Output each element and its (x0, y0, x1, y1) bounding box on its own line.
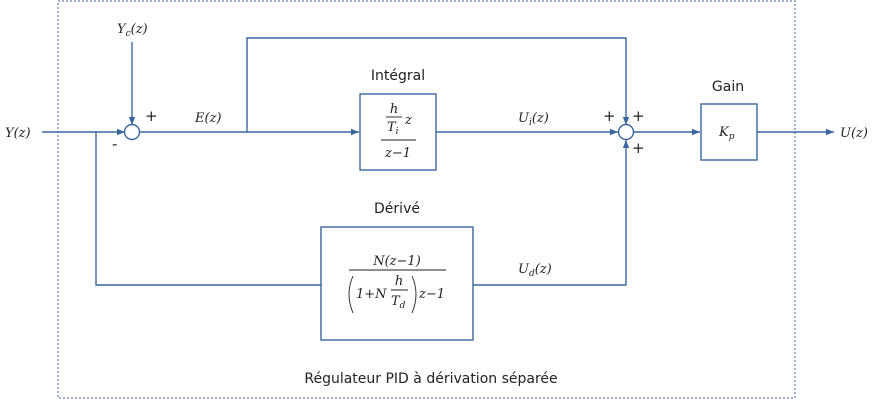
integral-title: Intégral (371, 68, 425, 84)
sum2-bottom-plus-sign: + (632, 139, 645, 157)
svg-text:z−1: z−1 (418, 287, 445, 302)
integral-transfer-function: h Ti z z−1 (381, 102, 416, 161)
sum2-left-plus-sign: + (603, 107, 616, 125)
signal-e-label: E(z) (194, 111, 222, 126)
derivative-title: Dérivé (374, 201, 420, 217)
svg-text:h: h (395, 274, 403, 289)
derivative-block (320, 226, 474, 341)
svg-text:Ti: Ti (387, 120, 399, 137)
signal-ud-label: Ud(z) (518, 262, 552, 279)
signal-y-label: Y(z) (5, 126, 31, 141)
wire-y-to-derivative (95, 132, 321, 286)
sum2-top-plus-sign: + (632, 107, 645, 125)
wire-proportional-path (246, 37, 630, 132)
svg-text:z−1: z−1 (384, 146, 411, 161)
summing-junction-error (123, 123, 141, 141)
derivative-transfer-function: N(z−1) 1+N h Td z−1 (348, 254, 446, 314)
sum1-minus-sign: - (112, 135, 117, 153)
signal-u-label: U(z) (840, 126, 868, 141)
controller-frame (57, 0, 796, 399)
gain-transfer-function: Kp (718, 125, 735, 142)
svg-text:Td: Td (391, 294, 406, 311)
signal-wires (42, 37, 834, 286)
svg-text:N(z−1): N(z−1) (372, 254, 421, 269)
summing-junction-output (617, 123, 635, 141)
wire-ud-to-sum2 (473, 140, 630, 286)
integral-block (359, 93, 437, 171)
gain-title: Gain (712, 79, 744, 95)
svg-text:h: h (390, 102, 398, 117)
signal-ui-label: Ui(z) (518, 111, 549, 128)
signal-yc-label: Yc(z) (117, 22, 148, 39)
svg-text:1+N: 1+N (356, 287, 387, 302)
gain-block (700, 103, 758, 161)
diagram-caption: Régulateur PID à dérivation séparée (304, 371, 557, 387)
sum1-plus-sign: + (145, 107, 158, 125)
svg-text:z: z (404, 113, 412, 128)
